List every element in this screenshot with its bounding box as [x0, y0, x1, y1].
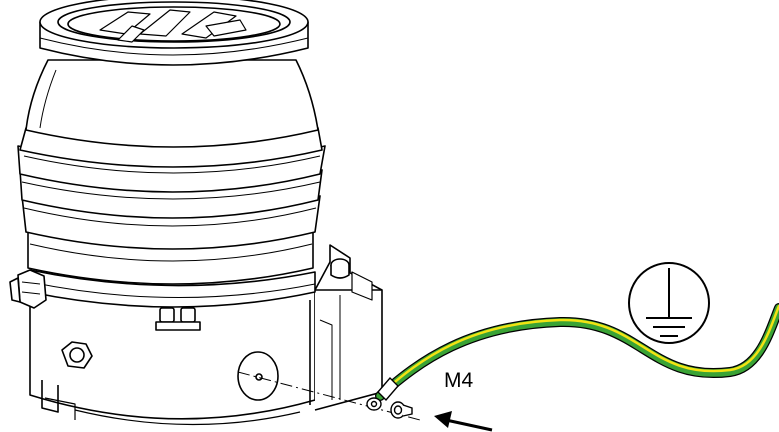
alignment-axis-line	[237, 371, 421, 421]
turbo-pump	[9, 0, 383, 426]
pump-base-housing	[29, 244, 383, 426]
protective-earth-icon	[628, 262, 710, 344]
rotor-blades	[99, 9, 247, 43]
side-knob	[9, 269, 47, 309]
pump-bellows	[17, 127, 326, 285]
direction-arrow	[434, 411, 493, 432]
m4-screw	[390, 401, 413, 419]
pump-dome	[25, 59, 319, 148]
screw-size-label: M4	[444, 369, 473, 392]
top-flange	[39, 0, 309, 66]
ground-cable	[375, 303, 779, 401]
cable-ring-lug	[366, 376, 399, 411]
cable-yellow-stripe	[379, 304, 779, 396]
